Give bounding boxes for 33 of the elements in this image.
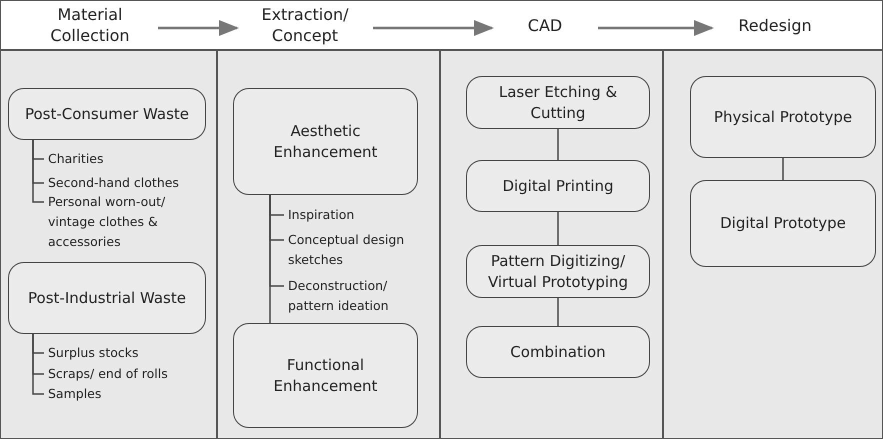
list-item-text: Charities <box>48 149 198 169</box>
list-item-text: Inspiration <box>288 205 408 225</box>
connector-line <box>557 129 559 160</box>
stage-heading: Material Collection <box>30 4 150 48</box>
process-box: Digital Prototype <box>690 180 876 267</box>
connector-line <box>32 334 44 395</box>
arrow <box>598 20 714 36</box>
connector-line <box>782 158 784 180</box>
process-box: Laser Etching & Cutting <box>466 76 650 129</box>
list-item-text: Scraps/ end of rolls <box>48 364 208 384</box>
stage-heading: Extraction/ Concept <box>245 4 365 48</box>
process-box: Pattern Digitizing/ Virtual Prototyping <box>466 245 650 298</box>
connector-line <box>557 212 559 245</box>
list-item-text: Samples <box>48 384 198 404</box>
process-box: Functional Enhancement <box>233 323 418 428</box>
process-box: Combination <box>466 326 650 378</box>
stage-heading: CAD <box>500 4 590 48</box>
process-box: Physical Prototype <box>690 76 876 158</box>
list-item-text: Personal worn-out/ vintage clothes & accessories <box>48 192 208 252</box>
stage-heading: Redesign <box>720 4 830 48</box>
process-box: Digital Printing <box>466 160 650 212</box>
connector-line <box>32 140 44 203</box>
list-item-text: Second-hand clothes <box>48 173 208 193</box>
connector-line <box>269 195 271 323</box>
process-box: Post-Industrial Waste <box>8 262 206 334</box>
arrow <box>373 20 494 36</box>
process-box: Aesthetic Enhancement <box>233 88 418 195</box>
process-box: Post-Consumer Waste <box>8 88 206 140</box>
arrow <box>158 20 239 36</box>
list-item-text: Surplus stocks <box>48 343 198 363</box>
list-item-text: Deconstruction/ pattern ideation <box>288 276 418 316</box>
connector-line <box>557 298 559 326</box>
list-item-text: Conceptual design sketches <box>288 230 418 270</box>
